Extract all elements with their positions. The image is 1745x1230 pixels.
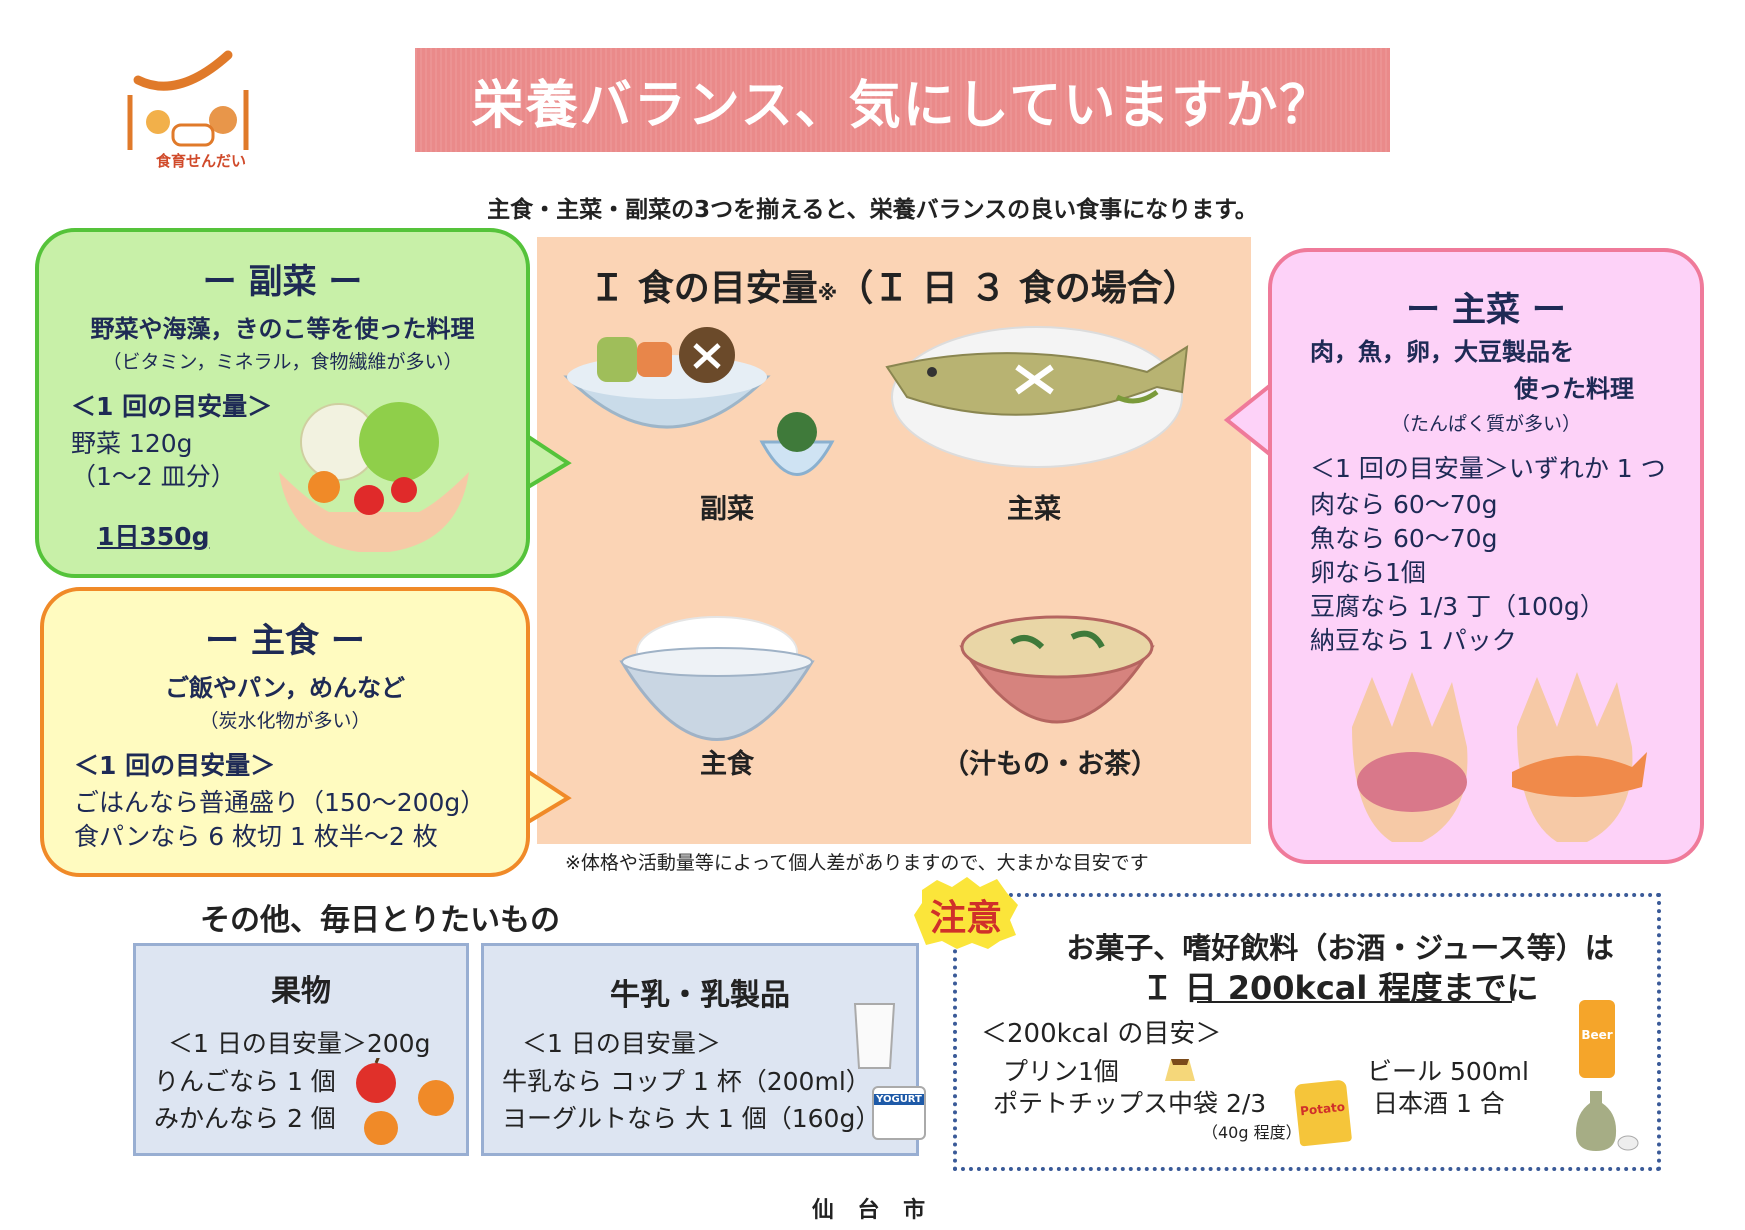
caution-right2: 日本酒 1 合 — [1373, 1089, 1505, 1118]
fruit-icon — [356, 1058, 454, 1145]
shusai-item-1: 肉なら 60～70g — [1310, 490, 1498, 519]
caution-line1: お菓子、嗜好飲料（お酒・ジュース等）は — [1066, 931, 1614, 965]
miso-soup-icon — [959, 615, 1155, 724]
caution-left-note: （40g 程度） — [1202, 1123, 1302, 1142]
fruit-line1: りんごなら 1 個 — [154, 1067, 336, 1096]
dish-label-soup: （汁もの・お茶） — [942, 749, 1158, 780]
pudding-icon — [1165, 1059, 1195, 1081]
vegetable-hands-icon — [279, 402, 469, 552]
caution-badge: 注意 — [912, 875, 1020, 951]
shusai-bubble: ー 主菜 ー 肉，魚，卵，大豆製品を 使った料理 （たんぱく質が多い） ＜1 回… — [1268, 248, 1704, 864]
caution-line2: Ｉ 日 200kcal 程度までに — [1141, 969, 1539, 1007]
shushoku-line2: 食パンなら 6 枚切 1 枚半～2 枚 — [74, 822, 438, 851]
logo-graphic-icon — [127, 50, 249, 150]
meat-fish-hands-icon — [1352, 672, 1647, 842]
center-title-main: Ｉ 食の目安量 — [589, 268, 818, 309]
milk-box: 牛乳・乳製品 ＜1 日の目安量＞ 牛乳なら コップ 1 杯（200ml） ヨーグ… — [481, 943, 926, 1156]
shushoku-bubble: ー 主食 ー ご飯やパン，めんなど （炭水化物が多い） ＜1 回の目安量＞ ごは… — [40, 587, 530, 877]
bubble-tail-pink-icon — [1223, 378, 1277, 462]
milk-amount: ＜1 日の目安量＞ — [522, 1029, 721, 1058]
title-banner: 栄養バランス、気にしていますか？ — [415, 48, 1390, 152]
logo: 食育せんだい — [118, 40, 268, 180]
shusai-dish-icon — [885, 326, 1189, 468]
dish-label-fukusai: 副菜 — [700, 494, 754, 525]
beer-can-icon: Beer — [1579, 1000, 1615, 1078]
fruit-line2: みかんなら 2 個 — [154, 1104, 336, 1133]
caution-left1: プリン1個 — [1003, 1057, 1119, 1086]
potato-chips-icon: Potato — [1293, 1079, 1353, 1147]
center-title: Ｉ 食の目安量※（Ｉ 日 ３ 食の場合） — [537, 259, 1251, 311]
caution-box: お菓子、嗜好飲料（お酒・ジュース等）は Ｉ 日 200kcal 程度までに ＜2… — [953, 893, 1661, 1171]
yogurt-label: YOGURT — [874, 1094, 924, 1105]
fukusai-bubble: ー 副菜 ー 野菜や海藻，きのこ等を使った料理 （ビタミン，ミネラル，食物繊維が… — [35, 228, 530, 578]
milk-glass-icon — [853, 1003, 896, 1069]
shushoku-line1: ごはんなら普通盛り（150～200g） — [74, 788, 486, 817]
shusai-item-3: 卵なら1個 — [1310, 558, 1426, 587]
fukusai-desc: 野菜や海藻，きのこ等を使った料理 — [90, 315, 475, 343]
bubble-tail-green-icon — [518, 428, 572, 495]
fruit-title: 果物 — [271, 974, 331, 1009]
milk-line2: ヨーグルトなら 大 1 個（160g） — [502, 1104, 881, 1133]
chips-label: Potato — [1299, 1099, 1346, 1119]
milk-title: 牛乳・乳製品 — [610, 978, 790, 1013]
shusai-desc1: 肉，魚，卵，大豆製品を — [1310, 338, 1574, 366]
logo-text: 食育せんだい — [156, 152, 247, 170]
shusai-note: （たんぱく質が多い） — [1390, 413, 1581, 435]
others-title: その他、毎日とりたいもの — [200, 903, 560, 938]
intro-text: 主食・主菜・副菜の3つを揃えると、栄養バランスの良い食事になります。 — [487, 197, 1258, 223]
fukusai-daily: 1日350g — [97, 522, 210, 551]
shushoku-note: （炭水化物が多い） — [199, 710, 371, 732]
fruit-amount: ＜1 日の目安量＞200g — [168, 1029, 431, 1058]
fukusai-dish-icon — [563, 327, 835, 476]
center-note: ※体格や活動量等によって個人差がありますので、大まかな目安です — [565, 852, 1149, 874]
shusai-amount-label: ＜1 回の目安量＞いずれか 1 つ — [1310, 454, 1666, 483]
page-title: 栄養バランス、気にしていますか？ — [471, 75, 1334, 136]
fukusai-note: （ビタミン，ミネラル，食物繊維が多い） — [102, 351, 463, 373]
fukusai-amount2: （1～2 皿分） — [71, 462, 236, 491]
caution-right1: ビール 500ml — [1367, 1057, 1529, 1086]
shusai-item-2: 魚なら 60～70g — [1310, 524, 1498, 553]
yogurt-cup-icon: YOGURT — [872, 1086, 926, 1140]
shusai-heading: ー 主菜 ー — [1406, 290, 1566, 330]
center-panel: Ｉ 食の目安量※（Ｉ 日 ３ 食の場合） 副菜 主菜 主食 （汁もの・お茶） — [537, 237, 1251, 844]
shusai-item-5: 納豆なら 1 パック — [1310, 626, 1517, 655]
shushoku-amount-label: ＜1 回の目安量＞ — [74, 751, 276, 780]
caution-starburst-icon — [914, 877, 1018, 949]
center-title-suffix: （Ｉ 日 ３ 食の場合） — [837, 268, 1199, 309]
caution-left2: ポテトチップス中袋 2/3 — [993, 1089, 1267, 1118]
dish-label-shusai: 主菜 — [1007, 494, 1061, 525]
shushoku-heading: ー 主食 ー — [205, 621, 365, 661]
shushoku-desc: ご飯やパン，めんなど — [165, 674, 405, 702]
shusai-desc2: 使った料理 — [1514, 375, 1634, 403]
caution-underline — [1197, 1001, 1512, 1003]
sake-bottle-icon — [1576, 1091, 1639, 1151]
center-title-mark: ※ — [817, 281, 838, 305]
fukusai-amount: 野菜 120g — [71, 429, 193, 458]
fukusai-heading: ー 副菜 ー — [202, 262, 363, 302]
beer-label: Beer — [1581, 1028, 1613, 1042]
dish-label-shushoku: 主食 — [700, 749, 754, 780]
milk-line1: 牛乳なら コップ 1 杯（200ml） — [502, 1067, 871, 1096]
fruit-box: 果物 ＜1 日の目安量＞200g りんごなら 1 個 みかんなら 2 個 — [133, 943, 469, 1156]
footer: 仙 台 市 — [811, 1198, 934, 1223]
fukusai-amount-label: ＜1 回の目安量＞ — [71, 392, 273, 421]
caution-sub: ＜200kcal の目安＞ — [981, 1019, 1222, 1049]
rice-bowl-icon — [619, 616, 815, 741]
shusai-item-4: 豆腐なら 1/3 丁（100g） — [1310, 592, 1605, 621]
bubble-tail-orange-icon — [518, 763, 572, 830]
caution-badge-text: 注意 — [929, 898, 1002, 939]
